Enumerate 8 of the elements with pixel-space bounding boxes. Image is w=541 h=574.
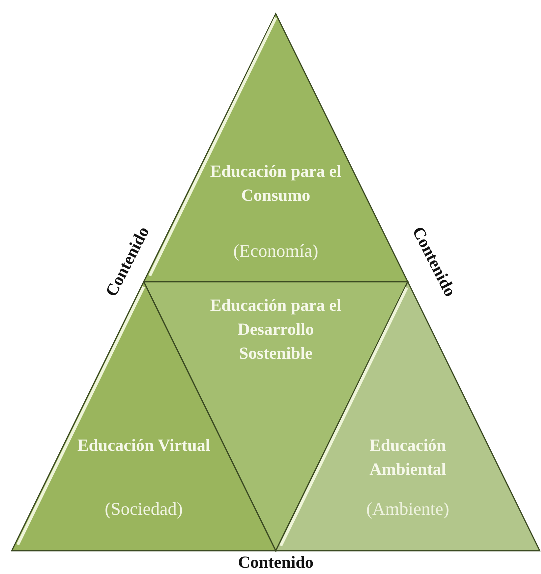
segment-subtitle: (Economía) bbox=[234, 240, 318, 262]
segment-subtitle: (Ambiente) bbox=[366, 498, 450, 520]
segment-title: Educación Virtual bbox=[76, 435, 212, 457]
segment-title: Educación Ambiental bbox=[368, 435, 448, 481]
segment-subtitle: (Sociedad) bbox=[105, 498, 183, 520]
segment-title: Educación para el Desarrollo Sostenible bbox=[209, 295, 343, 365]
side-label: Contenido bbox=[238, 553, 314, 573]
segment-title: Educación para el Consumo bbox=[209, 161, 343, 207]
